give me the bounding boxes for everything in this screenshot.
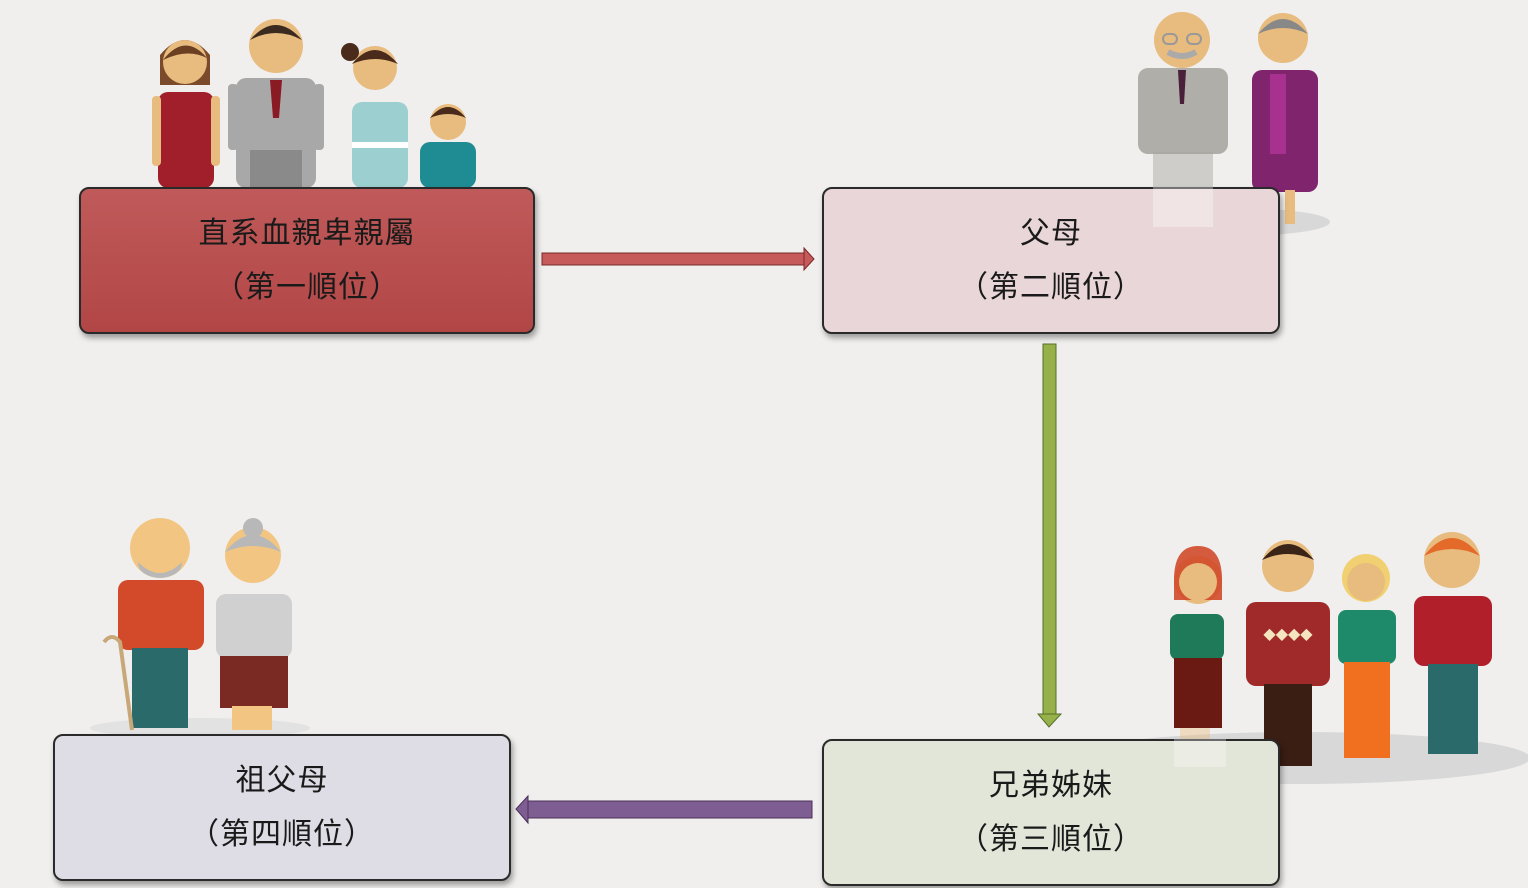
node-title: 兄弟姊妹 [989, 767, 1113, 803]
node-order: （第二順位） [958, 269, 1144, 305]
svg-text:◆◆◆◆: ◆◆◆◆ [1263, 624, 1313, 643]
arrow-n2-to-n3 [1036, 343, 1063, 728]
node-siblings: 兄弟姊妹 （第三順位） [822, 739, 1280, 886]
node-order: （第四順位） [189, 816, 375, 852]
node-parents: 父母 （第二順位） [822, 187, 1280, 334]
brother-redshirt-icon [1414, 532, 1492, 754]
grandparents-couple-icon [102, 518, 292, 731]
node-title: 直系血親卑親屬 [198, 215, 416, 251]
node-order: （第三順位） [958, 821, 1144, 857]
mother-figure-icon [152, 40, 220, 188]
girl-figure-icon [341, 43, 408, 188]
node-lineal-descendants: 直系血親卑親屬 （第一順位） [79, 187, 535, 334]
arrow-n3-to-n4 [515, 794, 813, 825]
grandmother-glasses-icon [216, 518, 292, 730]
node-grandparents: 祖父母 （第四順位） [53, 734, 511, 881]
arrow-n1-to-n2 [541, 246, 815, 272]
sister-redhead-icon [1170, 546, 1224, 768]
father-figure-icon [228, 19, 324, 188]
grandmother-purple-icon [1252, 13, 1318, 224]
boy-figure-icon [420, 104, 476, 188]
node-title: 祖父母 [235, 762, 329, 798]
node-title: 父母 [1020, 215, 1082, 251]
grandfather-cane-icon [102, 518, 204, 731]
node-order: （第一順位） [214, 269, 400, 305]
sister-blonde-icon [1338, 554, 1396, 758]
family-with-children-icon [152, 19, 476, 188]
